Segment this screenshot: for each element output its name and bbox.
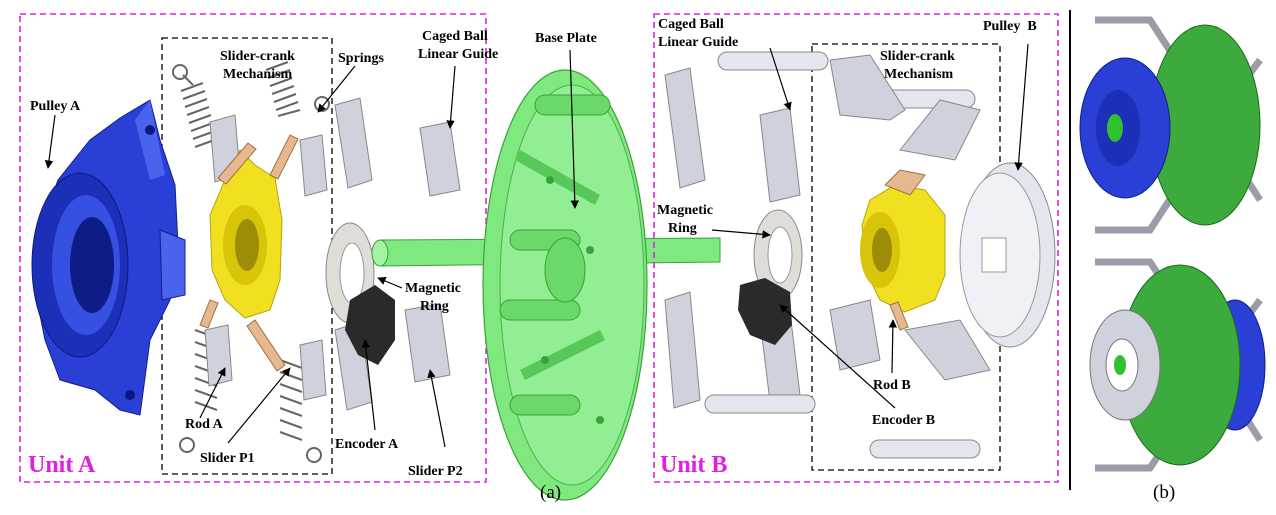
hub-a	[199, 134, 299, 372]
unit-b-border	[653, 13, 1059, 483]
label-springs: Springs	[338, 51, 384, 66]
label-caged-ball-a-1: Caged Ball	[422, 29, 488, 44]
label-caged-ball-a-2: Linear Guide	[418, 47, 498, 62]
label-caged-ball-b-2: Linear Guide	[658, 35, 738, 50]
label-caged-ball-b-1: Caged Ball	[658, 17, 724, 32]
leader-lines	[44, 43, 1029, 448]
label-slider-crank-b-1: Slider-crank	[880, 49, 955, 64]
assembled-view-top	[1079, 10, 1265, 240]
encoder-a	[345, 285, 395, 365]
encoder-b	[738, 278, 792, 345]
label-magnetic-ring-b-2: Ring	[668, 221, 697, 236]
label-encoder-b: Encoder B	[872, 413, 935, 428]
label-pulley-a: Pulley A	[30, 99, 81, 114]
hub-b	[860, 169, 946, 331]
label-base-plate: Base Plate	[535, 31, 597, 46]
label-slider-crank-b-2: Mechanism	[884, 67, 954, 82]
label-slider-crank-a-1: Slider-crank	[220, 49, 295, 64]
rollers-b	[704, 51, 981, 459]
label-magnetic-ring-a-2: Ring	[420, 299, 449, 314]
label-pulley-b: Pulley B	[983, 19, 1037, 34]
pulley-b	[959, 162, 1056, 348]
label-magnetic-ring-a-1: Magnetic	[405, 281, 461, 296]
label-rod-b: Rod B	[873, 378, 911, 393]
label-slider-p2: Slider P2	[408, 464, 463, 479]
caption-b: (b)	[1153, 482, 1175, 503]
label-slider-crank-a-2: Mechanism	[223, 67, 293, 82]
base-plate	[482, 69, 648, 501]
label-magnetic-ring-b-1: Magnetic	[657, 203, 713, 218]
unit-a-label: Unit A	[28, 452, 96, 478]
crank-links-b	[829, 54, 991, 381]
caption-a: (a)	[540, 482, 561, 503]
label-slider-p1: Slider P1	[200, 451, 255, 466]
pulley-a	[31, 99, 186, 416]
guides-b	[664, 67, 801, 409]
label-rod-a: Rod A	[185, 417, 224, 432]
unit-b-label: Unit B	[660, 452, 727, 478]
label-encoder-a: Encoder A	[335, 437, 399, 452]
assembled-view-bottom	[1080, 250, 1266, 475]
